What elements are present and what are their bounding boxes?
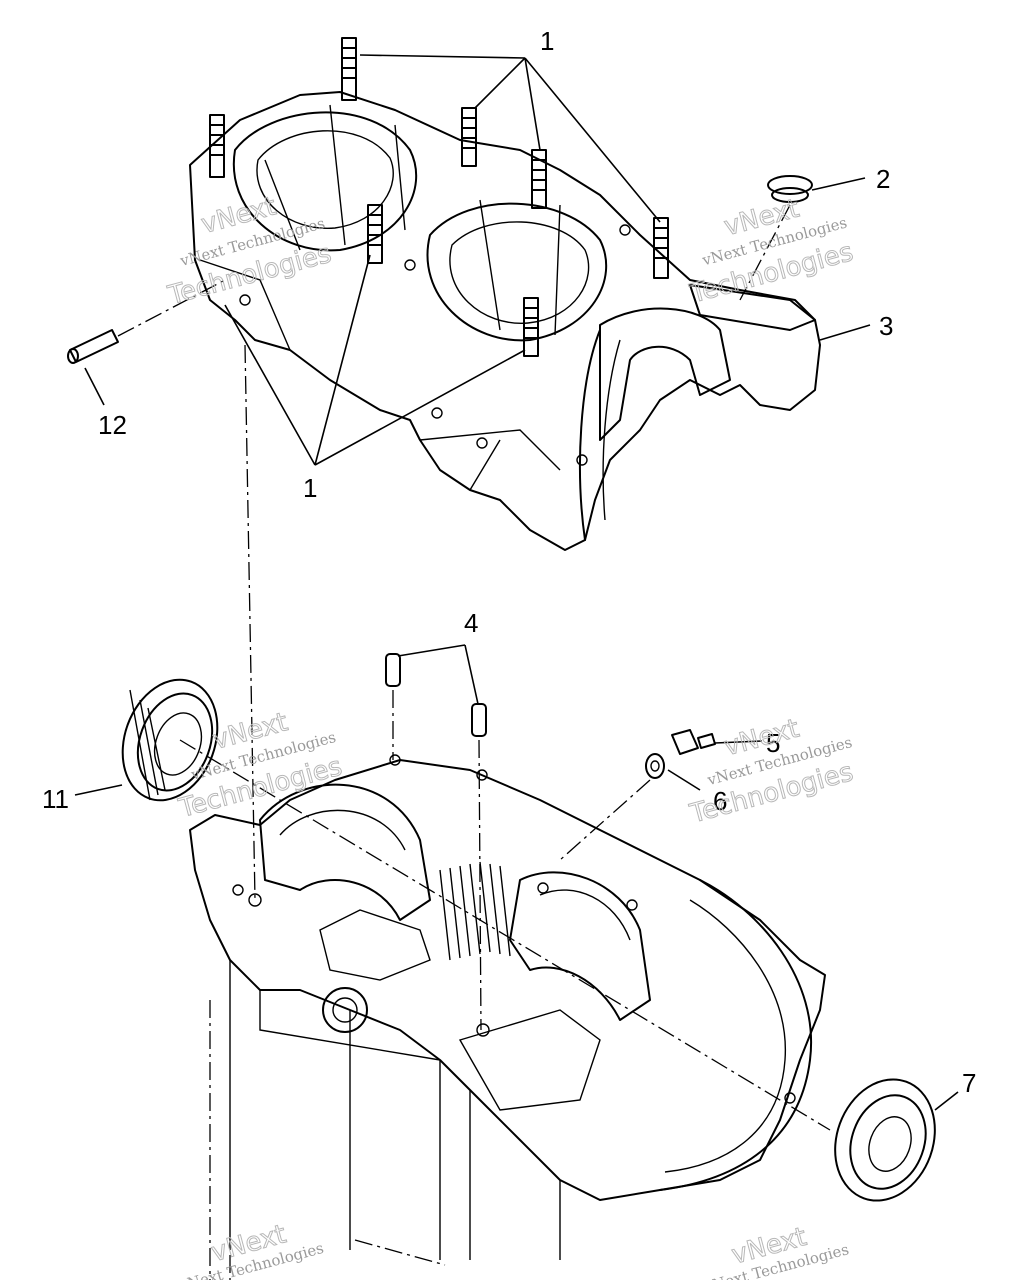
assembly-center-lines: [179, 344, 831, 1280]
callout-1-lower: 1: [303, 473, 317, 503]
callout-12: 12: [98, 410, 127, 440]
callout-labels: 1 2 3 12 1 4 5 6 11 7: [42, 26, 976, 1098]
part-11-crank-seal: [121, 678, 219, 802]
leader-lines: [74, 54, 959, 1111]
callout-1-upper: 1: [540, 26, 554, 56]
callout-5: 5: [766, 728, 780, 758]
part-6-washer: [559, 753, 665, 861]
part-12-dowel-pin: [67, 279, 226, 364]
part-2-grommet: [739, 175, 813, 301]
watermarks: vNext vNext Technologies Technologies vN…: [164, 191, 857, 1280]
part-5-drain-plug: [671, 729, 716, 755]
part-4-dowel-pins: [385, 653, 487, 1031]
callout-3: 3: [879, 311, 893, 341]
upper-crankcase: [189, 37, 821, 551]
callout-2: 2: [876, 164, 890, 194]
part-7-crank-seal: [834, 1078, 936, 1202]
callout-7: 7: [962, 1068, 976, 1098]
callout-4: 4: [464, 608, 478, 638]
lower-crankcase: [189, 754, 826, 1280]
callout-11: 11: [42, 784, 69, 814]
callout-6: 6: [713, 786, 727, 816]
